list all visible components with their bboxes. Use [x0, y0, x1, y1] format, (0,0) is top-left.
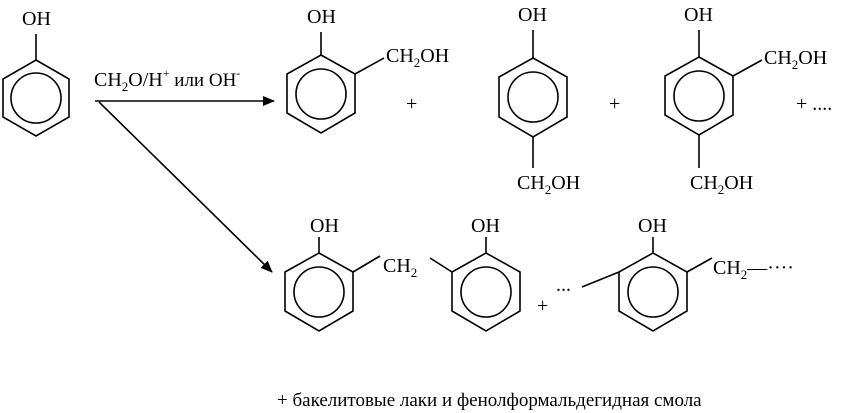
polymer-left-dots: ... [556, 274, 571, 296]
dimer-right-ring [429, 237, 521, 332]
phenol-ring [2, 34, 70, 137]
para-product-ring [498, 30, 568, 168]
arrow-to-row2 [98, 101, 273, 273]
di-top-ch2oh-label: CH2OH [764, 47, 827, 72]
polymer-oh-label: OH [638, 215, 667, 237]
plus-sign-1: + [406, 93, 417, 115]
di-bottom-ch2oh-label: CH2OH [690, 172, 753, 197]
dimer-right-oh-label: OH [471, 215, 500, 237]
dimer-ch2-bridge-label: CH2 [383, 255, 417, 280]
more-products-ellipsis: + .... [796, 93, 832, 115]
reaction-conditions: CH2O/H+ или OH- [94, 66, 240, 94]
polymer-ch2-label: CH2—···· [713, 257, 794, 282]
ortho-product-ring [286, 32, 385, 134]
phenol-oh-label: OH [22, 8, 51, 30]
dimer-left-oh-label: OH [310, 215, 339, 237]
para-oh-label: OH [518, 4, 547, 26]
di-oh-label: OH [684, 4, 713, 26]
ortho-ch2oh-label: CH2OH [386, 45, 449, 70]
plus-sign-2: + [609, 93, 620, 115]
dimer-left-ring [284, 237, 381, 332]
footer-note: + бакелитовые лаки и фенолформальдегидна… [277, 390, 702, 411]
di-product-ring [664, 30, 763, 168]
para-ch2oh-label: CH2OH [517, 172, 580, 197]
polymer-unit-ring [581, 237, 713, 332]
ortho-oh-label: OH [307, 6, 336, 28]
plus-sign-3: + [537, 295, 548, 317]
